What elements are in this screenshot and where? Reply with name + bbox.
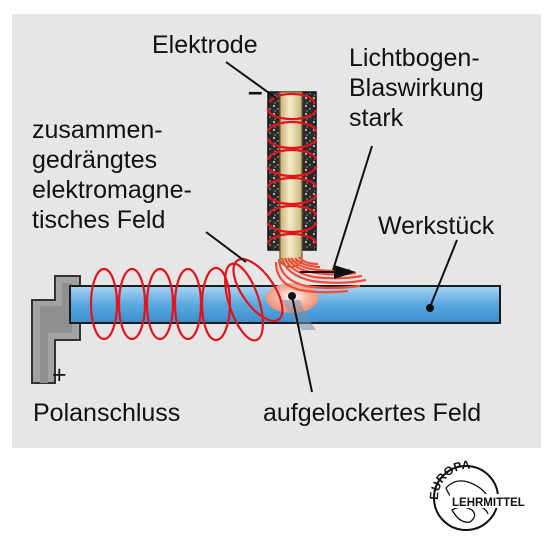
label-feld: zusammen- gedrängtes elektromagne- tisch…	[32, 115, 192, 235]
label-blas-line-3: stark	[349, 104, 404, 132]
label-werkstueck: Werkstück	[378, 212, 495, 240]
arc-blow-arrow	[300, 265, 356, 279]
label-blas-line-1: Lichtbogen-	[349, 44, 480, 72]
publisher-logo: EUROPA LEHRMITTEL	[427, 458, 526, 531]
label-plus: +	[52, 361, 67, 389]
label-minus: –	[248, 76, 263, 106]
weld-seam	[282, 300, 316, 330]
leader-blas	[332, 145, 373, 271]
label-polanschluss: Polanschluss	[33, 399, 181, 427]
leader-aufgelockert	[291, 295, 313, 393]
leader-dot-workpiece	[426, 304, 434, 312]
label-aufgelockertes-feld: aufgelockertes Feld	[263, 399, 482, 427]
leader-feld	[205, 231, 247, 263]
pole-terminal	[31, 275, 81, 384]
label-feld-line-1: zusammen-	[32, 116, 163, 144]
label-elektrode: Elektrode	[152, 31, 258, 59]
electrode-field-coils	[266, 92, 318, 245]
label-feld-line-3: elektromagne-	[32, 176, 192, 204]
logo-bottom-text: LEHRMITTEL	[452, 497, 525, 509]
leader-werkstueck	[429, 239, 458, 308]
label-blaswirkung: Lichtbogen- Blaswirkung stark	[349, 43, 484, 133]
leader-dot-pool	[288, 292, 296, 300]
label-blas-line-2: Blaswirkung	[349, 74, 484, 102]
label-feld-line-2: gedrängtes	[32, 146, 158, 174]
leader-electrode	[225, 61, 277, 99]
workpiece-field-coils	[89, 258, 284, 342]
label-feld-line-4: tisches Feld	[32, 206, 166, 234]
leader-lines	[205, 61, 458, 393]
